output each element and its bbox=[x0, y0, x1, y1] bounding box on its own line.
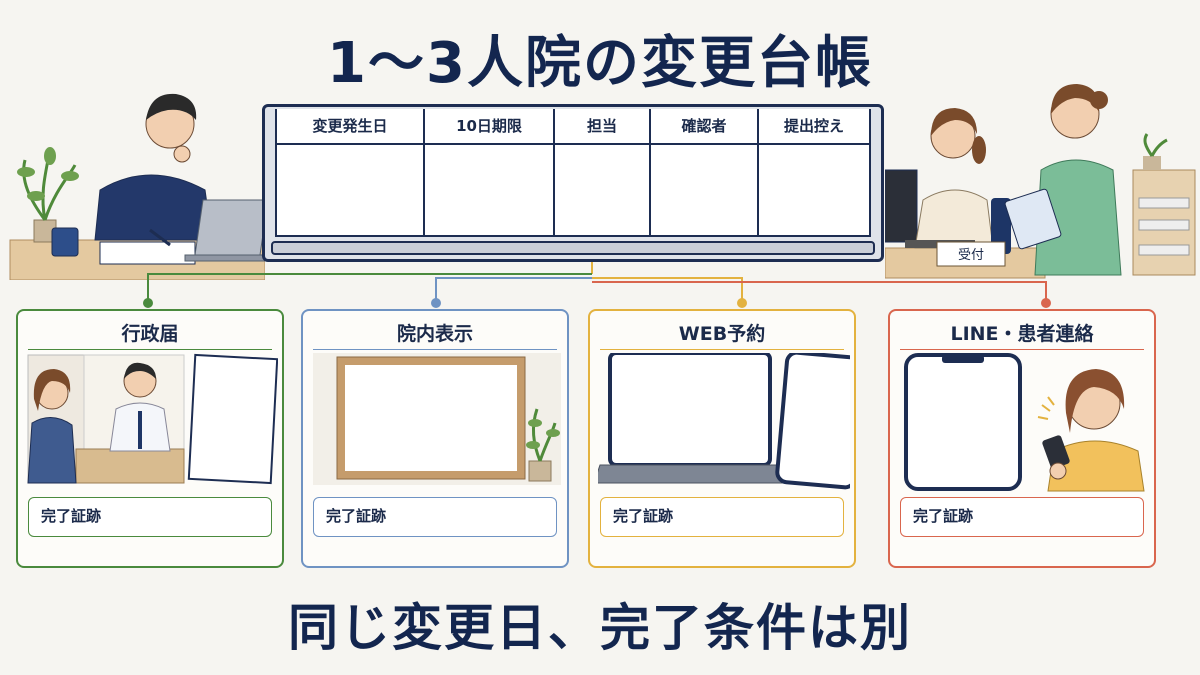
ledger-cell bbox=[759, 145, 869, 235]
panel-divider bbox=[28, 349, 272, 350]
connector-dot bbox=[143, 298, 153, 308]
phone-screen bbox=[775, 353, 850, 490]
panel-divider bbox=[900, 349, 1144, 350]
patient-phone-illustration bbox=[904, 353, 1145, 492]
phone-screen bbox=[904, 353, 1022, 491]
connector-line bbox=[592, 281, 1047, 302]
ledger-column: 確認者 bbox=[651, 109, 759, 235]
bottom-message: 同じ変更日、完了条件は別 bbox=[288, 599, 912, 657]
evidence-box: 完了証跡 bbox=[600, 497, 844, 537]
evidence-box: 完了証跡 bbox=[900, 497, 1144, 537]
panel-title: 院内表示 bbox=[396, 323, 473, 345]
connector-signage bbox=[435, 277, 592, 302]
ledger-cell bbox=[555, 145, 649, 235]
ledger-board: 変更発生日 10日期限 担当 確認者 提出控え bbox=[262, 104, 884, 262]
panel-title: LINE・患者連絡 bbox=[950, 323, 1094, 345]
ledger-cell bbox=[651, 145, 757, 235]
panel-divider bbox=[313, 349, 557, 350]
panel-divider bbox=[600, 349, 844, 350]
ledger-cell bbox=[277, 145, 423, 235]
connector-web bbox=[592, 277, 743, 302]
ledger-column-header: 10日期限 bbox=[425, 109, 553, 145]
ledger-table: 変更発生日 10日期限 担当 確認者 提出控え bbox=[275, 109, 871, 237]
ledger-cell bbox=[425, 145, 553, 235]
patient-phone bbox=[1042, 435, 1070, 469]
panel-line-patient-contact: LINE・患者連絡 完了証跡 bbox=[888, 309, 1156, 568]
connector-lines bbox=[143, 262, 1051, 308]
signboard-illustration bbox=[313, 353, 561, 485]
ledger-column: 提出控え bbox=[759, 109, 869, 235]
reception-illustration: 受付 bbox=[885, 84, 1196, 279]
connector-dot bbox=[431, 298, 441, 308]
connector-dot bbox=[737, 298, 747, 308]
ledger-column: 担当 bbox=[555, 109, 651, 235]
ledger-column: 10日期限 bbox=[425, 109, 555, 235]
panel-web-reservation: WEB予約 完了証跡 bbox=[588, 309, 856, 568]
ledger-column-header: 変更発生日 bbox=[277, 109, 423, 145]
connector-dot bbox=[1041, 298, 1051, 308]
ledger-base bbox=[271, 241, 875, 255]
panel-title: 行政届 bbox=[121, 323, 179, 345]
ledger-column-header: 確認者 bbox=[651, 109, 757, 145]
admin-counter-illustration bbox=[27, 353, 278, 485]
devices-illustration bbox=[598, 353, 850, 490]
evidence-box: 完了証跡 bbox=[28, 497, 272, 537]
doctor-illustration bbox=[9, 93, 265, 280]
panel-title: WEB予約 bbox=[678, 323, 766, 345]
page-title: 1〜3人院の変更台帳 bbox=[327, 31, 873, 96]
ledger-column-header: 担当 bbox=[555, 109, 649, 145]
evidence-box: 完了証跡 bbox=[313, 497, 557, 537]
panel-in-clinic-display: 院内表示 完了証跡 bbox=[301, 309, 569, 568]
connector-admin bbox=[147, 273, 592, 302]
signboard-blank bbox=[345, 365, 517, 471]
ledger-column: 変更発生日 bbox=[277, 109, 425, 235]
panel-admin-notice: 行政届 完了証跡 bbox=[16, 309, 284, 568]
reception-sign: 受付 bbox=[958, 248, 984, 263]
document-sheet bbox=[187, 353, 278, 485]
ledger-column-header: 提出控え bbox=[759, 109, 869, 145]
laptop-screen bbox=[608, 353, 772, 467]
